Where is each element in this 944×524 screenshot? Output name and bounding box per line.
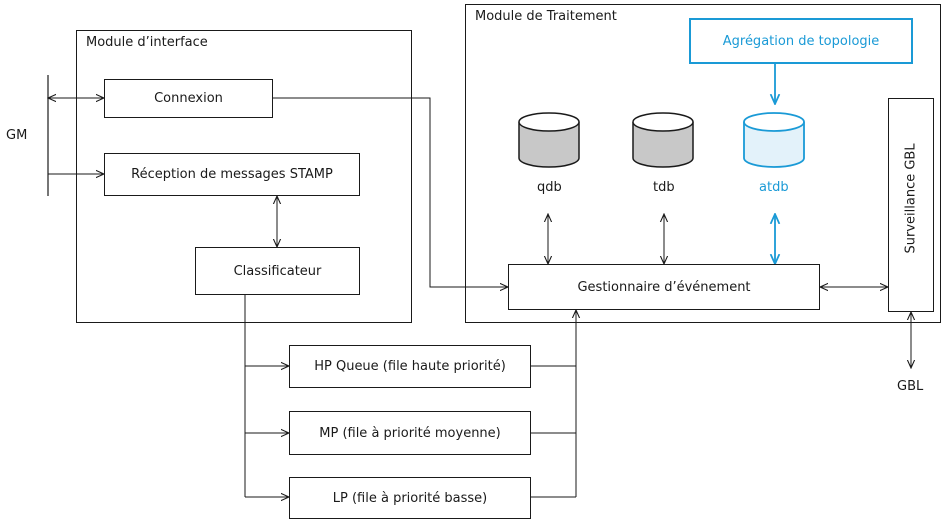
classificateur-node: Classificateur <box>195 247 360 295</box>
connexion-node: Connexion <box>104 79 273 118</box>
qdb-label: qdb <box>537 180 562 195</box>
hp-queue-node: HP Queue (file haute priorité) <box>289 345 531 388</box>
lp-queue-node: LP (file à priorité basse) <box>289 477 531 519</box>
gm-label: GM <box>6 128 28 143</box>
connexion-gestionnaire-arrow <box>273 97 508 287</box>
tdb-database-icon <box>632 112 694 168</box>
reception-node: Réception de messages STAMP <box>104 153 360 196</box>
processing-module-title: Module de Traitement <box>475 9 617 24</box>
interface-module <box>76 30 412 323</box>
gbl-label: GBL <box>897 379 924 394</box>
aggregation-node: Agrégation de topologie <box>689 18 913 64</box>
tdb-label: tdb <box>653 180 675 195</box>
atdb-label: atdb <box>759 180 789 195</box>
surveillance-node <box>888 98 934 312</box>
interface-module-title: Module d’interface <box>86 35 208 50</box>
processing-module <box>465 4 941 323</box>
mp-queue-node: MP (file à priorité moyenne) <box>289 411 531 455</box>
gestionnaire-node: Gestionnaire d’événement <box>508 264 820 310</box>
qdb-database-icon <box>518 112 580 168</box>
atdb-database-icon <box>743 112 805 168</box>
surveillance-label: Surveillance GBL <box>903 143 919 254</box>
